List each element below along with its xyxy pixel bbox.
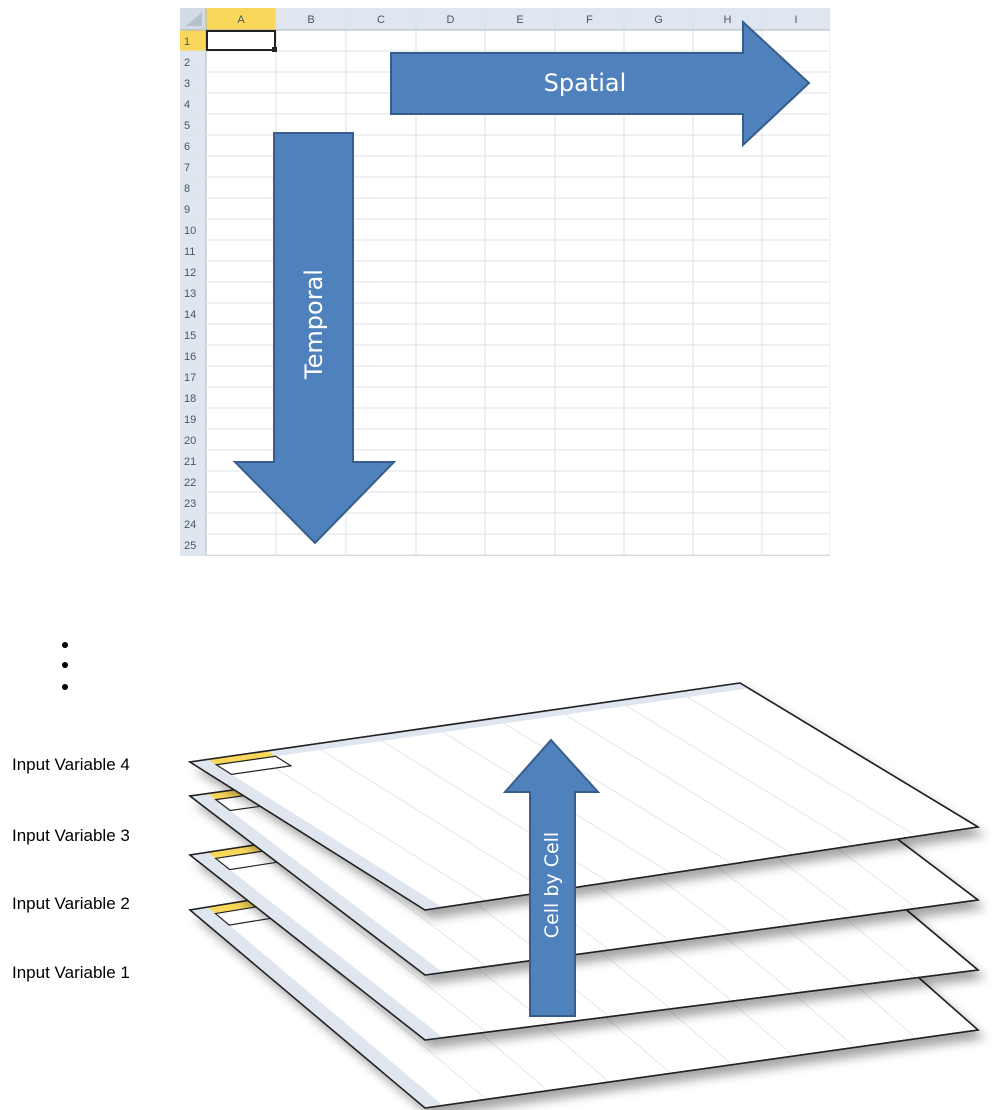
row-header-label: 9 — [184, 204, 190, 216]
ellipsis-dot — [62, 684, 68, 690]
layer-input-variable-4 — [187, 682, 981, 911]
column-header-label: B — [307, 14, 314, 26]
row-header-label: 22 — [184, 477, 196, 489]
column-header-label: I — [794, 14, 797, 26]
row-header-label: 19 — [184, 414, 196, 426]
ellipsis-dot — [62, 662, 68, 668]
row-header-label: 25 — [184, 540, 196, 552]
layer-label-input-variable-4: Input Variable 4 — [12, 755, 130, 774]
row-header-label: 21 — [184, 456, 196, 468]
column-header-label: C — [377, 14, 385, 26]
layer-column-header — [190, 683, 749, 768]
row-header-label: 17 — [184, 372, 196, 384]
layer-row-header — [190, 759, 443, 910]
layer-label-input-variable-3: Input Variable 3 — [12, 826, 130, 845]
layer-sheet-border — [187, 682, 981, 911]
column-header-label: E — [516, 14, 523, 26]
layer-grid-line — [495, 717, 733, 865]
layer-row-header — [190, 907, 443, 1108]
row-header-label: 6 — [184, 141, 190, 153]
layer-row-header — [190, 852, 443, 1040]
layer-selected-header — [207, 750, 276, 765]
temporal-arrow-label: Temporal — [300, 269, 328, 380]
temporal-arrow — [232, 132, 397, 545]
row-header-label: 20 — [184, 435, 196, 447]
column-header-label: D — [447, 14, 455, 26]
row-header-label: 14 — [184, 309, 196, 321]
row-header-label: 2 — [184, 57, 190, 69]
row-header-label: 24 — [184, 519, 196, 531]
layer-grid-line — [617, 700, 856, 846]
cell-by-cell-arrow-label: Cell by Cell — [541, 832, 563, 938]
row-header-label: 10 — [184, 225, 196, 237]
layer-grid-line — [250, 752, 487, 902]
layer-grid-line — [311, 744, 549, 892]
row-header-label: 7 — [184, 162, 190, 174]
row-header-label: 8 — [184, 183, 190, 195]
row-header-label: 18 — [184, 393, 196, 405]
column-header-label: A — [237, 14, 245, 26]
column-header-label: F — [586, 14, 593, 26]
spatial-arrow — [390, 19, 811, 148]
row-header-label: 5 — [184, 120, 190, 132]
layer-grid-line — [250, 845, 487, 1033]
layer-selected-cell — [214, 755, 293, 775]
row-header-label: 3 — [184, 78, 190, 90]
cell-by-cell-arrow — [502, 738, 601, 1017]
layer-label-input-variable-2: Input Variable 2 — [12, 894, 130, 913]
layer-grid-line — [556, 708, 794, 856]
layer-row-header — [190, 793, 443, 975]
row-header-label: 23 — [184, 498, 196, 510]
row-header-label: 16 — [184, 351, 196, 363]
layer-grid-line — [678, 691, 917, 837]
column-header-label: G — [654, 14, 663, 26]
fill-handle — [272, 47, 277, 52]
row-header-label: 13 — [184, 288, 196, 300]
selected-row-header — [180, 30, 206, 51]
select-all-triangle-icon — [186, 12, 202, 26]
layer-label-input-variable-1: Input Variable 1 — [12, 963, 130, 982]
row-header-label: 15 — [184, 330, 196, 342]
row-header-label: 4 — [184, 99, 190, 111]
selected-cell — [206, 30, 276, 51]
column-header-band — [180, 8, 830, 30]
column-header-label: H — [724, 14, 732, 26]
spatial-arrow-label: Spatial — [544, 69, 627, 97]
ellipsis-dot — [62, 642, 68, 648]
row-header-label: 1 — [184, 36, 190, 48]
row-header-label: 12 — [184, 267, 196, 279]
selected-column-header — [206, 8, 276, 30]
row-header-label: 11 — [184, 246, 195, 258]
